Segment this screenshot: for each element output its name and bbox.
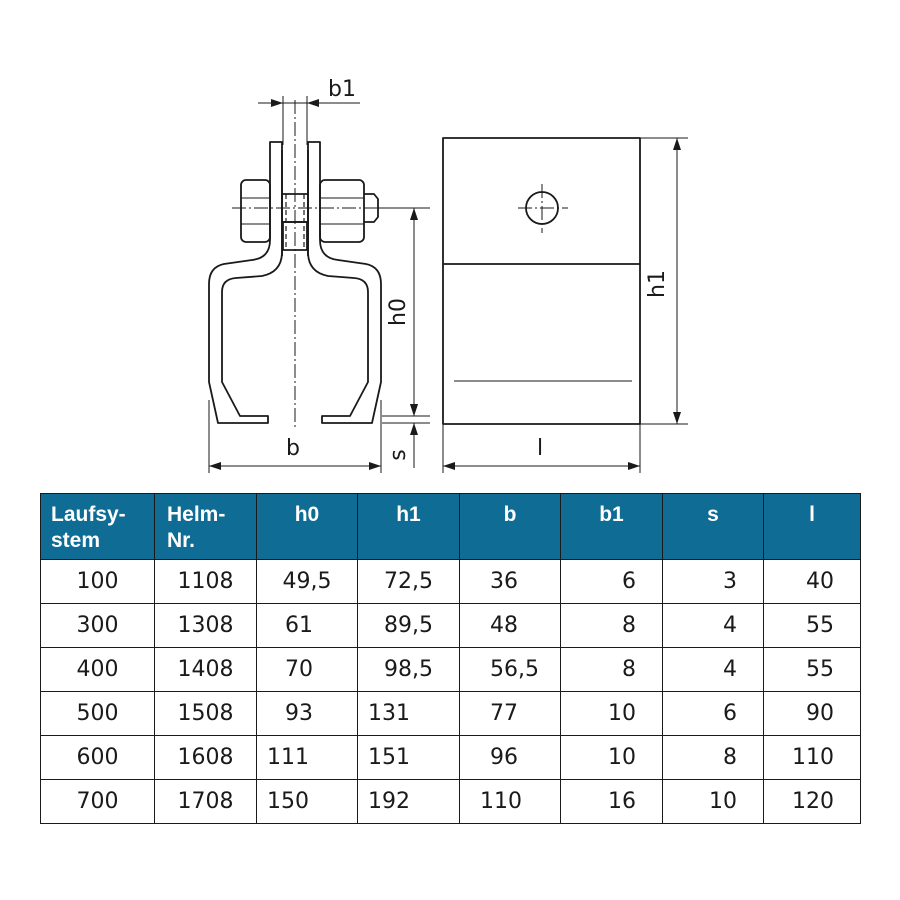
cell-h1: 98,5	[357, 647, 460, 692]
cell-s: 8	[662, 735, 764, 780]
dimension-l: l	[442, 424, 641, 473]
cell-h1: 72,5	[357, 559, 460, 604]
header-laufsystem: Laufsy- stem	[40, 493, 155, 560]
label-b1: b1	[328, 77, 356, 102]
cell-h0: 49,5	[256, 559, 358, 604]
cell-laufsystem: 300	[40, 603, 155, 648]
dimension-b1: b1	[258, 77, 360, 145]
header-h0: h0	[256, 493, 358, 560]
cell-l: 55	[763, 603, 861, 648]
cell-b1: 10	[560, 691, 663, 736]
table-header-row: Laufsy- stem Helm- Nr. h0 h1 b b1 s l	[40, 493, 861, 560]
cell-helm-nr: 1108	[154, 559, 257, 604]
cell-helm-nr: 1608	[154, 735, 257, 780]
cell-b1: 8	[560, 647, 663, 692]
side-view	[442, 137, 641, 425]
table-row: 400 1408 70 98,5 56,5 8 4 55	[40, 647, 861, 692]
cell-b: 56,5	[459, 647, 561, 692]
table-row: 500 1508 93 131 77 10 6 90	[40, 691, 861, 736]
cell-s: 6	[662, 691, 764, 736]
cell-h1: 192	[357, 779, 460, 824]
cell-h0: 150	[256, 779, 358, 824]
cell-l: 40	[763, 559, 861, 604]
dimension-s: s	[382, 398, 430, 468]
right-nut	[319, 179, 365, 243]
bracket-outer-profile	[208, 141, 283, 424]
cell-helm-nr: 1708	[154, 779, 257, 824]
cell-b: 36	[459, 559, 561, 604]
cell-h1: 89,5	[357, 603, 460, 648]
cell-s: 4	[662, 603, 764, 648]
cell-h1: 151	[357, 735, 460, 780]
table-row: 600 1608 111 151 96 10 8 110	[40, 735, 861, 780]
cell-s: 4	[662, 647, 764, 692]
cell-h0: 93	[256, 691, 358, 736]
label-h0: h0	[386, 298, 411, 326]
front-view	[208, 100, 392, 430]
cell-b: 96	[459, 735, 561, 780]
cell-b1: 10	[560, 735, 663, 780]
cell-helm-nr: 1408	[154, 647, 257, 692]
cell-b1: 6	[560, 559, 663, 604]
header-text: Helm- Nr.	[167, 503, 226, 552]
cell-l: 90	[763, 691, 861, 736]
cell-laufsystem: 400	[40, 647, 155, 692]
left-nut	[240, 179, 271, 243]
bracket-outer-profile-right	[307, 141, 382, 424]
header-s: s	[662, 493, 764, 560]
dimensions-table-wrapper: Laufsy- stem Helm- Nr. h0 h1 b b1 s l 10…	[40, 493, 861, 824]
cell-laufsystem: 500	[40, 691, 155, 736]
label-h1: h1	[645, 270, 670, 298]
table-row: 700 1708 150 192 110 16 10 120	[40, 779, 861, 824]
cell-l: 110	[763, 735, 861, 780]
label-l: l	[537, 436, 543, 461]
cell-laufsystem: 100	[40, 559, 155, 604]
cell-l: 55	[763, 647, 861, 692]
label-b: b	[286, 436, 300, 461]
cell-s: 3	[662, 559, 764, 604]
header-h1: h1	[357, 493, 460, 560]
cell-l: 120	[763, 779, 861, 824]
cell-b: 110	[459, 779, 561, 824]
cell-h0: 61	[256, 603, 358, 648]
cell-helm-nr: 1308	[154, 603, 257, 648]
cell-laufsystem: 600	[40, 735, 155, 780]
dimension-h1: h1	[640, 137, 688, 425]
dimension-h0: h0	[372, 207, 430, 417]
header-l: l	[763, 493, 861, 560]
table-row: 100 1108 49,5 72,5 36 6 3 40	[40, 559, 861, 604]
header-text: Laufsy- stem	[51, 503, 126, 552]
dimension-b: b	[208, 400, 382, 473]
technical-drawing: b1 h0 s b	[208, 77, 688, 473]
cell-h0: 70	[256, 647, 358, 692]
table-row: 300 1308 61 89,5 48 8 4 55	[40, 603, 861, 648]
label-s: s	[386, 449, 411, 460]
header-b: b	[459, 493, 561, 560]
dimensions-table: Laufsy- stem Helm- Nr. h0 h1 b b1 s l 10…	[40, 493, 861, 824]
header-helm-nr: Helm- Nr.	[154, 493, 257, 560]
cell-s: 10	[662, 779, 764, 824]
cell-laufsystem: 700	[40, 779, 155, 824]
header-b1: b1	[560, 493, 663, 560]
cell-b: 48	[459, 603, 561, 648]
cell-b: 77	[459, 691, 561, 736]
side-view-outline	[442, 137, 641, 425]
cell-helm-nr: 1508	[154, 691, 257, 736]
cell-h1: 131	[357, 691, 460, 736]
cell-h0: 111	[256, 735, 358, 780]
cell-b1: 16	[560, 779, 663, 824]
cell-b1: 8	[560, 603, 663, 648]
